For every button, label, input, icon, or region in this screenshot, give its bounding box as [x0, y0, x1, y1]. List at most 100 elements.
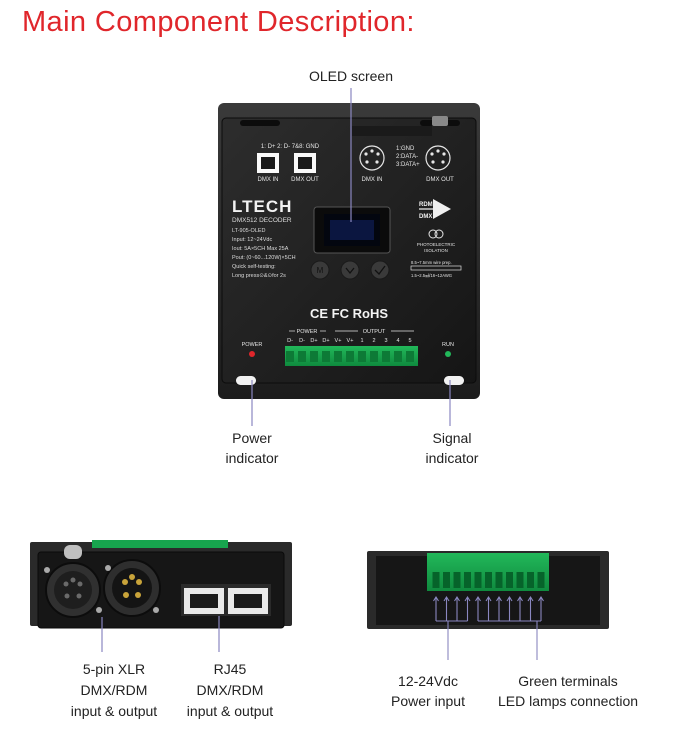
terminal-label: D- [299, 338, 305, 344]
arrowhead-icon [475, 595, 481, 602]
certification-marks: CE FC RoHS [310, 306, 388, 321]
callout-line: LED lamps connection [497, 693, 639, 709]
terminal-label: 4 [396, 338, 399, 344]
callout-line: RJ45 [213, 661, 247, 677]
spec-line: Input: 12~24Vdc [232, 237, 272, 243]
terminal-label: V+ [347, 338, 354, 344]
arrowhead-icon [538, 595, 544, 602]
terminal-screws [286, 351, 414, 362]
terminal-label: D+ [310, 338, 317, 344]
terminal-label: 1 [360, 338, 363, 344]
arrowhead-icon [506, 595, 513, 602]
mounting-slot [444, 376, 464, 385]
menu-icon: M [317, 266, 324, 275]
device-front-view [30, 540, 292, 629]
terminal-label: 2 [372, 338, 375, 344]
arrowhead-icon [464, 595, 471, 602]
run-led [445, 351, 451, 357]
terminal-screw [322, 351, 330, 362]
isolation-icon [428, 229, 438, 239]
terminal-label: D+ [322, 338, 329, 344]
device-subtitle: DMX512 DECODER [232, 217, 292, 224]
xlr-out-icon [425, 145, 451, 171]
terminal-screw [286, 351, 294, 362]
wire-info: 8.5~7.5mm wire prep. [411, 260, 452, 265]
spec-line: Pout: (0~60...120W)×5CH [232, 255, 296, 261]
terminal-labels: D- D- D+ D+ V+ V+ 1 2 3 4 5 [287, 338, 411, 344]
mounting-slot [236, 376, 256, 385]
run-led-label: RUN [442, 342, 454, 348]
callout-line: DMX/RDM [196, 682, 264, 698]
terminal-callout-lines [433, 595, 544, 660]
rj45-out-label: DMX OUT [291, 177, 319, 183]
menu-button[interactable] [310, 260, 330, 280]
device-output-view [367, 551, 609, 629]
xlr-in-label: DMX IN [362, 177, 383, 183]
arrowhead-icon [517, 595, 523, 602]
callout-line: indicator [425, 450, 479, 466]
power-led [249, 351, 255, 357]
wire-info: 1.5~2.5㎟/16~12AWG [411, 272, 452, 278]
xlr-in-icon [359, 145, 385, 171]
terminal-label: 3 [384, 338, 387, 344]
isolation-text: ISOLATION [424, 248, 448, 253]
check-icon [374, 265, 386, 275]
confirm-button[interactable] [370, 260, 390, 280]
terminal-screw [394, 351, 402, 362]
down-button[interactable] [340, 260, 360, 280]
terminal-label: V+ [335, 338, 342, 344]
rj45-pin-label: 1: D+ 2: D- 7&8: GND [261, 144, 320, 150]
green-terminals-callout: Green terminals LED lamps connection [483, 671, 653, 711]
signal-indicator-callout: Signal indicator [412, 428, 492, 468]
xlr-pin-3: 3:DATA+ [396, 162, 420, 168]
terminal-slot [485, 572, 492, 588]
arrowhead-icon [485, 595, 492, 602]
power-indicator-callout: Power indicator [212, 428, 292, 468]
terminal-screw [298, 351, 306, 362]
arrowhead-icon [527, 595, 534, 602]
callout-line: Power input [391, 693, 465, 709]
arrowhead-icon [443, 595, 450, 602]
terminal-screw [382, 351, 390, 362]
arrowhead-icon [433, 595, 439, 602]
oled-callout: OLED screen [308, 68, 394, 84]
callout-line: input & output [186, 703, 274, 719]
callout-line: 5-pin XLR [82, 661, 146, 677]
power-led-label: POWER [242, 342, 263, 348]
callout-line: Power [232, 430, 272, 446]
terminal-slot [474, 572, 482, 588]
terminal-screw [334, 351, 342, 362]
rj45-in-label: DMX IN [258, 177, 279, 183]
arrowhead-icon [454, 595, 460, 602]
callout-line: DMX/RDM [80, 682, 148, 698]
output-terminal-slots [432, 572, 545, 588]
xlr-pin-1: 1:GND [396, 146, 415, 152]
power-group-label: POWER [297, 329, 318, 335]
callout-line: input & output [70, 703, 158, 719]
terminal-screw [406, 351, 414, 362]
terminal-slot [537, 572, 545, 588]
terminal-label: D- [287, 338, 293, 344]
rdm-label: RDM [419, 202, 433, 208]
terminal-slot [527, 572, 534, 588]
terminal-slot [432, 572, 440, 588]
spec-line: Quick self-testing: [232, 264, 276, 270]
terminal-slot [516, 572, 524, 588]
callout-line: indicator [225, 450, 279, 466]
terminal-slot [506, 572, 513, 588]
terminal-screw [370, 351, 378, 362]
direction-arrow-icon [433, 199, 451, 219]
xlr-pin-2: 2:DATA- [396, 154, 418, 160]
callout-line: Signal [432, 430, 472, 446]
device-model: LT-905-OLED [232, 228, 266, 234]
terminal-screw [346, 351, 354, 362]
spec-line: Long press⊙&⊙for 2s [232, 273, 286, 279]
isolation-text: PHOTOELECTRIC [417, 242, 456, 247]
terminal-label: 5 [408, 338, 411, 344]
terminal-screw [310, 351, 318, 362]
terminal-slot [495, 572, 503, 588]
terminal-slot [464, 572, 471, 588]
callout-line: 12-24Vdc [398, 673, 458, 689]
device-top-view: 1: D+ 2: D- 7&8: GND DMX IN DMX OUT 1:GN… [218, 103, 480, 399]
brand-logo: LTECH [232, 197, 292, 216]
